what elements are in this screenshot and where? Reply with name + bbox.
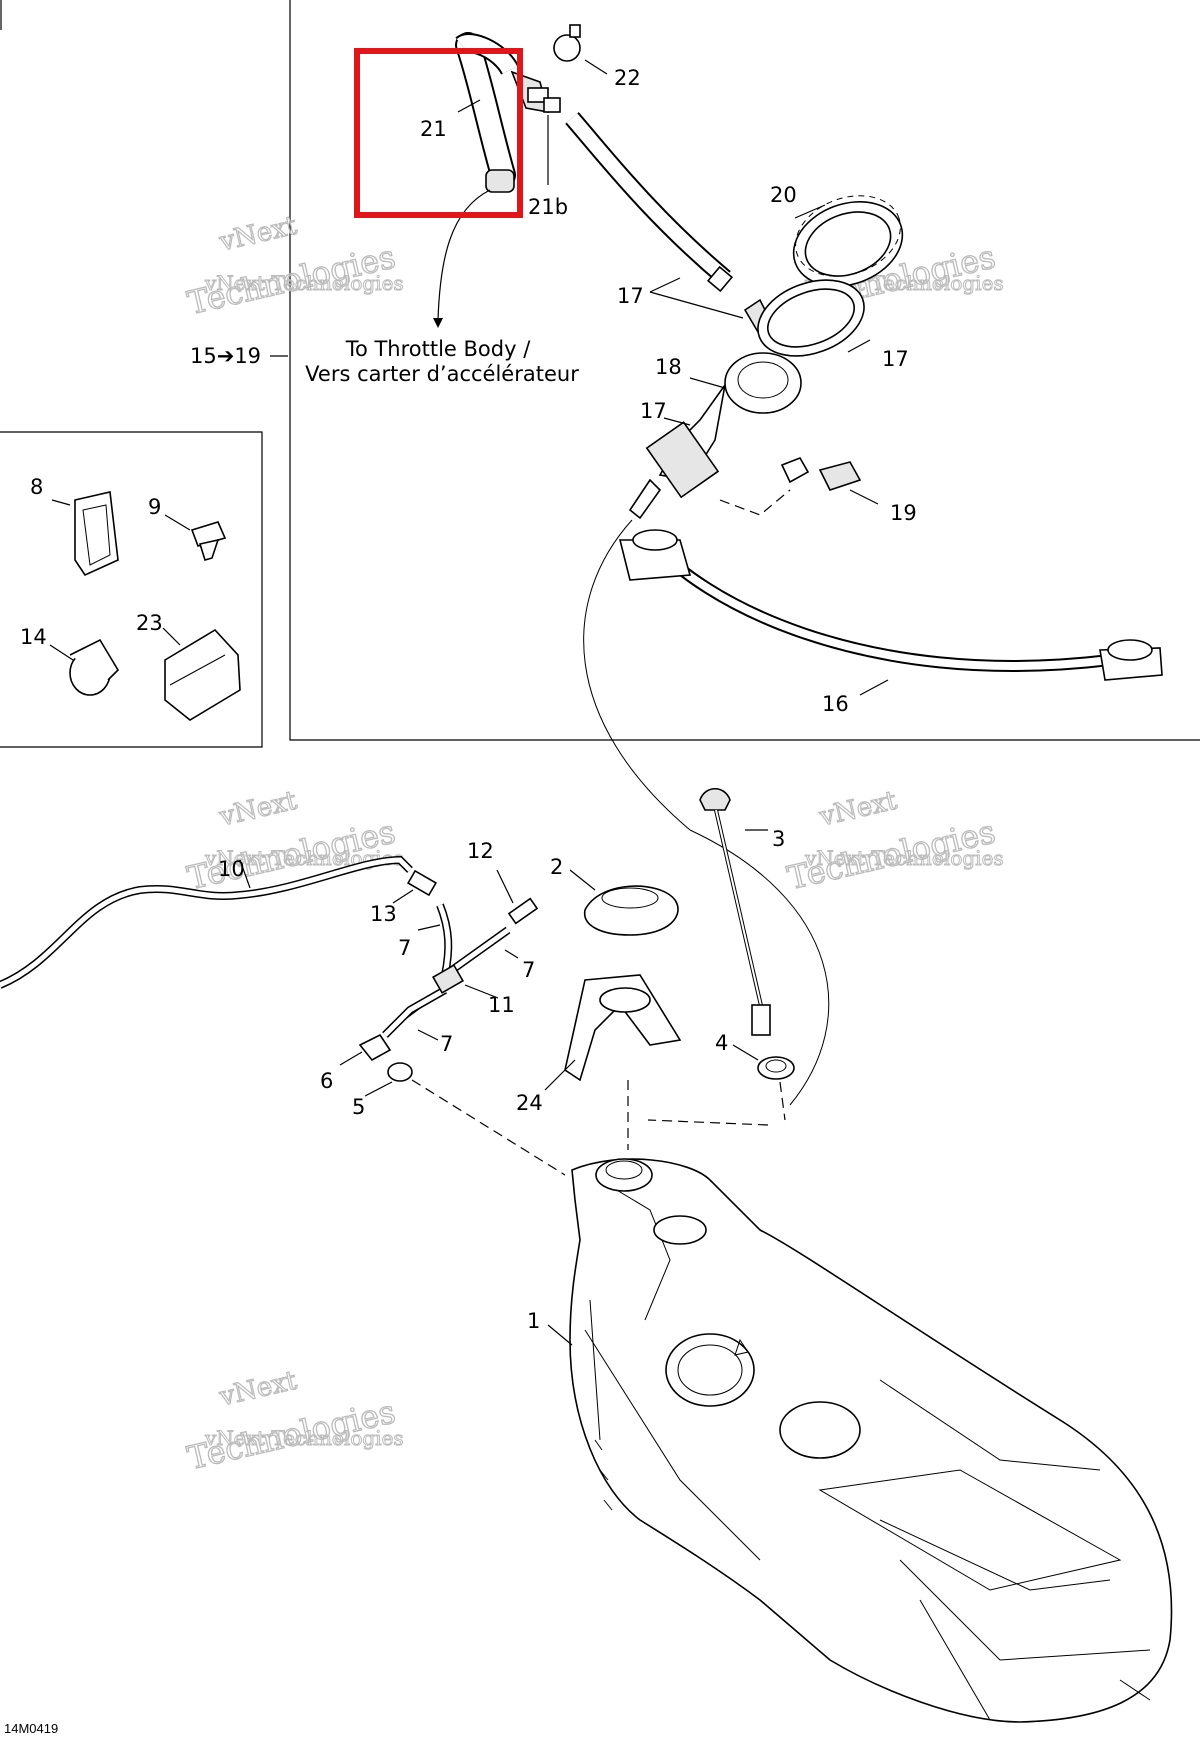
- callout-7c: 7: [440, 1032, 453, 1056]
- callout-19: 19: [890, 501, 917, 525]
- part-13-check-valve: [407, 869, 437, 897]
- callout-8: 8: [30, 475, 43, 499]
- callout-10: 10: [218, 857, 245, 881]
- callout-12: 12: [467, 839, 494, 863]
- callout-18: 18: [655, 355, 682, 379]
- callout-24: 24: [516, 1091, 543, 1115]
- callout-17b: 17: [882, 347, 909, 371]
- part-24-bracket: [564, 974, 682, 1082]
- callout-21b: 21b: [528, 195, 568, 219]
- callout-6: 6: [320, 1069, 333, 1093]
- part-18-fuel-pump-module: [628, 352, 802, 520]
- part-22-clamp: [553, 24, 581, 62]
- svg-text:Technologies: Technologies: [184, 1392, 399, 1477]
- svg-text:vNext: vNext: [816, 786, 900, 833]
- part-9-push-rivet: [190, 521, 227, 561]
- part-12-fitting: [507, 897, 539, 925]
- svg-text:vNext: vNext: [216, 786, 300, 833]
- return-loop-line: [583, 519, 830, 1106]
- callout-20: 20: [770, 183, 797, 207]
- callout-22: 22: [614, 66, 641, 90]
- watermark-line1: vNext: [216, 211, 300, 258]
- svg-text:vNext Technologies: vNext Technologies: [804, 846, 1004, 870]
- callout-23: 23: [136, 611, 163, 635]
- part-1-fuel-tank: [569, 1158, 1173, 1723]
- svg-text:Technologies: Technologies: [784, 812, 999, 897]
- part-8-grommet: [74, 491, 119, 577]
- caption-line1: To Throttle Body /: [345, 337, 532, 361]
- callout-14: 14: [20, 625, 47, 649]
- guide-lines: [411, 1079, 786, 1176]
- callout-3: 3: [772, 827, 785, 851]
- part-3-fuel-gauge: [699, 787, 771, 1036]
- watermark-line3: Technologies: [184, 237, 399, 322]
- callout-5: 5: [352, 1095, 365, 1119]
- part-11-tee-fitting: [432, 964, 464, 994]
- callout-9: 9: [148, 495, 161, 519]
- part-23-protector: [164, 628, 241, 721]
- watermark-4: vNext vNext Technologies Technologies: [783, 785, 1004, 898]
- callout-17c: 17: [640, 399, 667, 423]
- part-4-grommet: [757, 1056, 795, 1080]
- fuel-line-upper: [565, 112, 734, 293]
- part-17-gasket: [757, 279, 865, 357]
- callout-2: 2: [550, 855, 563, 879]
- part-10-vent-hose: [0, 855, 413, 989]
- callout-4: 4: [715, 1031, 728, 1055]
- part-19-connector: [719, 457, 862, 516]
- part-2-fuel-cap: [583, 885, 679, 936]
- range-label: 15➔19: [190, 344, 261, 368]
- watermark-line2: vNext Technologies: [204, 271, 404, 295]
- small-parts-frame: [0, 431, 263, 748]
- svg-text:vNext Technologies: vNext Technologies: [204, 1426, 404, 1450]
- leader-lines: [49, 59, 889, 1346]
- callout-labels: 22 21 21b 20 17 17 18 17 19 16 8 9 14 23…: [20, 66, 917, 1333]
- svg-text:vNext: vNext: [216, 1366, 300, 1413]
- document-id: 14M0419: [4, 1721, 58, 1736]
- watermark-5: vNext vNext Technologies Technologies: [183, 1365, 404, 1478]
- callout-11: 11: [488, 993, 515, 1017]
- highlight-box: [354, 48, 523, 218]
- part-16-fuel-line-lower: [618, 529, 1163, 681]
- part-5-grommet: [387, 1062, 413, 1082]
- callout-7a: 7: [398, 936, 411, 960]
- callout-21: 21: [420, 117, 447, 141]
- part-21-hose: [455, 32, 519, 193]
- callout-7b: 7: [522, 958, 535, 982]
- caption-line2: Vers carter d’accélérateur: [305, 362, 579, 386]
- callout-1: 1: [527, 1309, 540, 1333]
- part-20-lock-ring: [792, 195, 904, 287]
- callout-17a: 17: [617, 284, 644, 308]
- upper-inset-frame: [0, 0, 1200, 741]
- callout-13: 13: [370, 902, 397, 926]
- callout-16: 16: [822, 692, 849, 716]
- part-6-elbow: [358, 1033, 392, 1062]
- part-14-hose-clamp: [69, 638, 120, 696]
